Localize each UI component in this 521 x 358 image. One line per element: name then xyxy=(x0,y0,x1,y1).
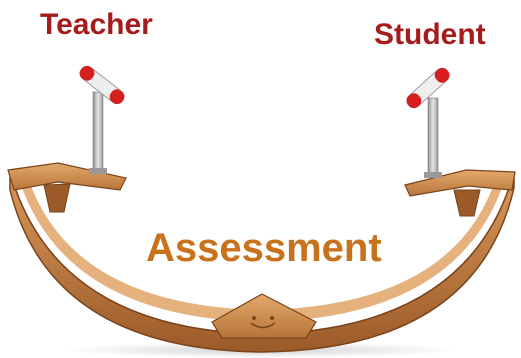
right-lever-icon xyxy=(406,67,450,178)
teacher-label: Teacher xyxy=(40,8,153,41)
left-seat xyxy=(7,162,127,191)
smiley-icon xyxy=(250,316,276,329)
right-seat-bracket xyxy=(453,189,481,217)
left-seat-bracket xyxy=(43,183,71,213)
seesaw-rocker xyxy=(9,171,515,353)
fulcrum-block xyxy=(211,293,317,339)
right-seat xyxy=(404,169,516,197)
assessment-label: Assessment xyxy=(146,226,382,270)
student-label: Student xyxy=(374,18,486,51)
left-lever-icon xyxy=(79,65,125,174)
